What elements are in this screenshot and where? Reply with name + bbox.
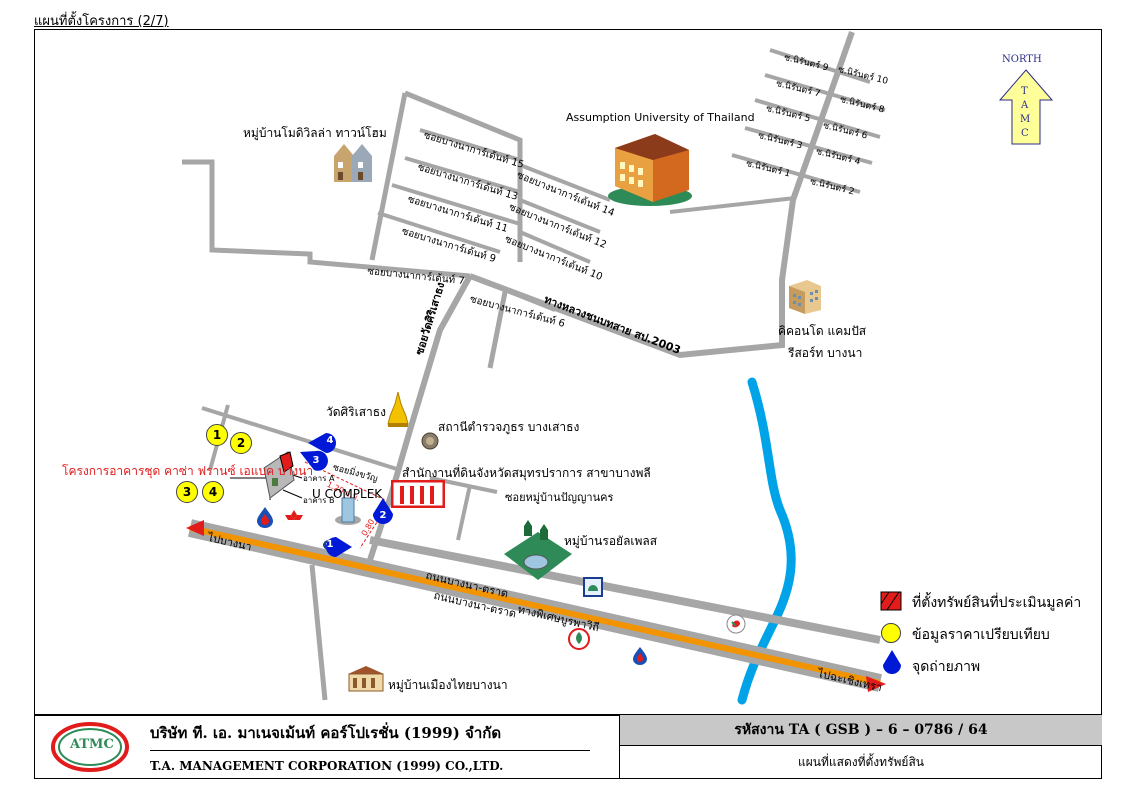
- village-house-icon: [334, 144, 372, 182]
- property-site-icon: [263, 451, 295, 499]
- map-frame: [34, 29, 1102, 715]
- north-letter-a: A: [1021, 100, 1029, 111]
- label-soi-panya: ซอยหมู่บ้านปัญญานคร: [505, 491, 614, 504]
- comparable-label-1: 1: [212, 428, 222, 442]
- nirun-3: [744, 126, 873, 165]
- store-icon: [568, 628, 590, 650]
- label-condo-line2: รีสอร์ท บางนา: [788, 346, 863, 360]
- condo-building-icon: [789, 280, 821, 314]
- comparable-label-3: 3: [182, 485, 192, 499]
- soi-left-9: [377, 211, 501, 254]
- photo-point-label-4: 4: [326, 435, 334, 446]
- road-left-bend: [182, 159, 471, 279]
- atmc-logo-text: ATMC: [70, 737, 114, 752]
- legend-photo-label: จุดถ่ายภาพ: [912, 659, 981, 675]
- bank-icon: [583, 577, 603, 597]
- gas-station-icon: [257, 507, 273, 528]
- map-description: แผนที่แสดงที่ตั้งทรัพย์สิน: [798, 755, 924, 769]
- soi-right-12: [519, 198, 601, 234]
- label-royal-place: หมู่บ้านรอยัลเพลส: [564, 534, 658, 548]
- service-road: [369, 536, 881, 644]
- gas-station-icon-2: [633, 647, 647, 665]
- arrow-left-end: [186, 520, 204, 536]
- page-title: แผนที่ตั้งโครงการ (2/7): [34, 14, 169, 29]
- north-letter-t: T: [1021, 86, 1028, 97]
- nirun-5: [754, 98, 881, 139]
- comparable-marker-4: [202, 481, 224, 503]
- photo-point-label-1: 1: [326, 539, 334, 550]
- temple-icon: [387, 391, 409, 427]
- royal-place-village-icon: [504, 520, 572, 580]
- muang-thai-village-icon: [348, 666, 384, 692]
- label-condo-line1: คิคอนโด แคมปัส: [778, 324, 867, 338]
- north-letter-c: C: [1021, 128, 1029, 139]
- mitsubishi-icon: [285, 510, 303, 520]
- road-project-top: [201, 406, 401, 472]
- nirun-9: [769, 48, 871, 84]
- label-university: Assumption University of Thailand: [566, 111, 755, 124]
- label-land-office: สำนักงานที่ดินจังหวัดสมุทรปราการ สาขาบาง…: [402, 466, 651, 480]
- legend-comparable-icon: [881, 623, 901, 643]
- comparable-marker-1: [206, 424, 228, 446]
- road-muang-thai: [309, 564, 328, 701]
- title-block-rule: [150, 750, 590, 751]
- title-block-job: รหัสงาน TA ( GSB ) – 6 – 0786 / 64 แผนที…: [619, 715, 1102, 779]
- soi-right-14: [519, 163, 611, 202]
- legend-property-icon: [880, 591, 902, 611]
- comparable-label-2: 2: [236, 436, 246, 450]
- label-building-a: อาคาร A: [303, 474, 335, 483]
- label-village-modi: หมู่บ้านโมดิวิลล่า ทาวน์โฮม: [243, 126, 387, 140]
- soi-left-15: [419, 128, 521, 162]
- company-name-english: T.A. MANAGEMENT CORPORATION (1999) CO.,L…: [150, 759, 504, 773]
- soi-right-10: [519, 230, 591, 264]
- atmc-logo-icon: [51, 722, 129, 772]
- legend-photo-icon: [883, 650, 901, 674]
- road-top-diagonal: [369, 92, 408, 261]
- label-building-b: อาคาร B: [303, 496, 335, 505]
- north-arrow-icon: [998, 69, 1054, 145]
- company-name-thai: บริษัท ที. เอ. มาเนจเม้นท์ คอร์โปเรชั่น …: [150, 724, 502, 742]
- comparable-label-4: 4: [208, 485, 218, 499]
- photo-point-label-2: 2: [379, 510, 387, 521]
- road-uni: [669, 196, 796, 214]
- comparable-marker-2: [230, 432, 252, 454]
- road-top-branch: [404, 90, 523, 262]
- photo-point-marker-4: [308, 433, 336, 453]
- comparable-marker-3: [176, 481, 198, 503]
- main-road-center: [189, 525, 881, 686]
- road-panya-branch: [456, 484, 472, 541]
- photo-point-marker-2: [373, 498, 393, 524]
- legend-comparable-label: ข้อมูลราคาเปรียบเทียบ: [912, 627, 1050, 643]
- nirun-7: [764, 73, 886, 112]
- label-police: สถานีตำรวจภูธร บางเสาธง: [438, 420, 580, 434]
- north-label: NORTH: [1002, 54, 1042, 65]
- university-building-icon: [608, 134, 692, 206]
- photo-point-marker-1: [326, 537, 352, 557]
- police-station-icon: [421, 432, 439, 450]
- nirun-1: [731, 153, 861, 194]
- label-u-complex: U COMPLEK: [312, 487, 383, 501]
- label-project: โครงการอาคารชุด คาซ่า ฟรานซ์ เอแบค บางนา: [62, 464, 314, 478]
- soi-left-13: [404, 156, 521, 194]
- title-block: [34, 715, 1102, 779]
- rural-highway: [468, 31, 855, 359]
- label-temple: วัดศิริเสาธง: [326, 405, 386, 419]
- pointer-b: [282, 489, 303, 499]
- soi-left-11: [391, 183, 521, 226]
- soi-6: [469, 274, 556, 312]
- title-block-company: ATMC บริษัท ที. เอ. มาเนจเม้นท์ คอร์โปเร…: [34, 715, 619, 779]
- legend-property-label: ที่ตั้งทรัพย์สินที่ประเมินมูลค่า: [912, 595, 1082, 611]
- u-complex-icon: [335, 497, 361, 525]
- photo-point-marker-3: [300, 450, 328, 471]
- label-muang-thai: หมู่บ้านเมืองไทยบางนา: [388, 678, 508, 692]
- arrow-right-end: [866, 676, 886, 692]
- land-office-icon: [391, 480, 445, 508]
- north-letter-m: M: [1020, 114, 1031, 125]
- job-code: รหัสงาน TA ( GSB ) – 6 – 0786 / 64: [620, 715, 1102, 746]
- road-small-down: [487, 291, 508, 369]
- shop-icon: [726, 614, 746, 634]
- photo-point-label-3: 3: [312, 455, 320, 466]
